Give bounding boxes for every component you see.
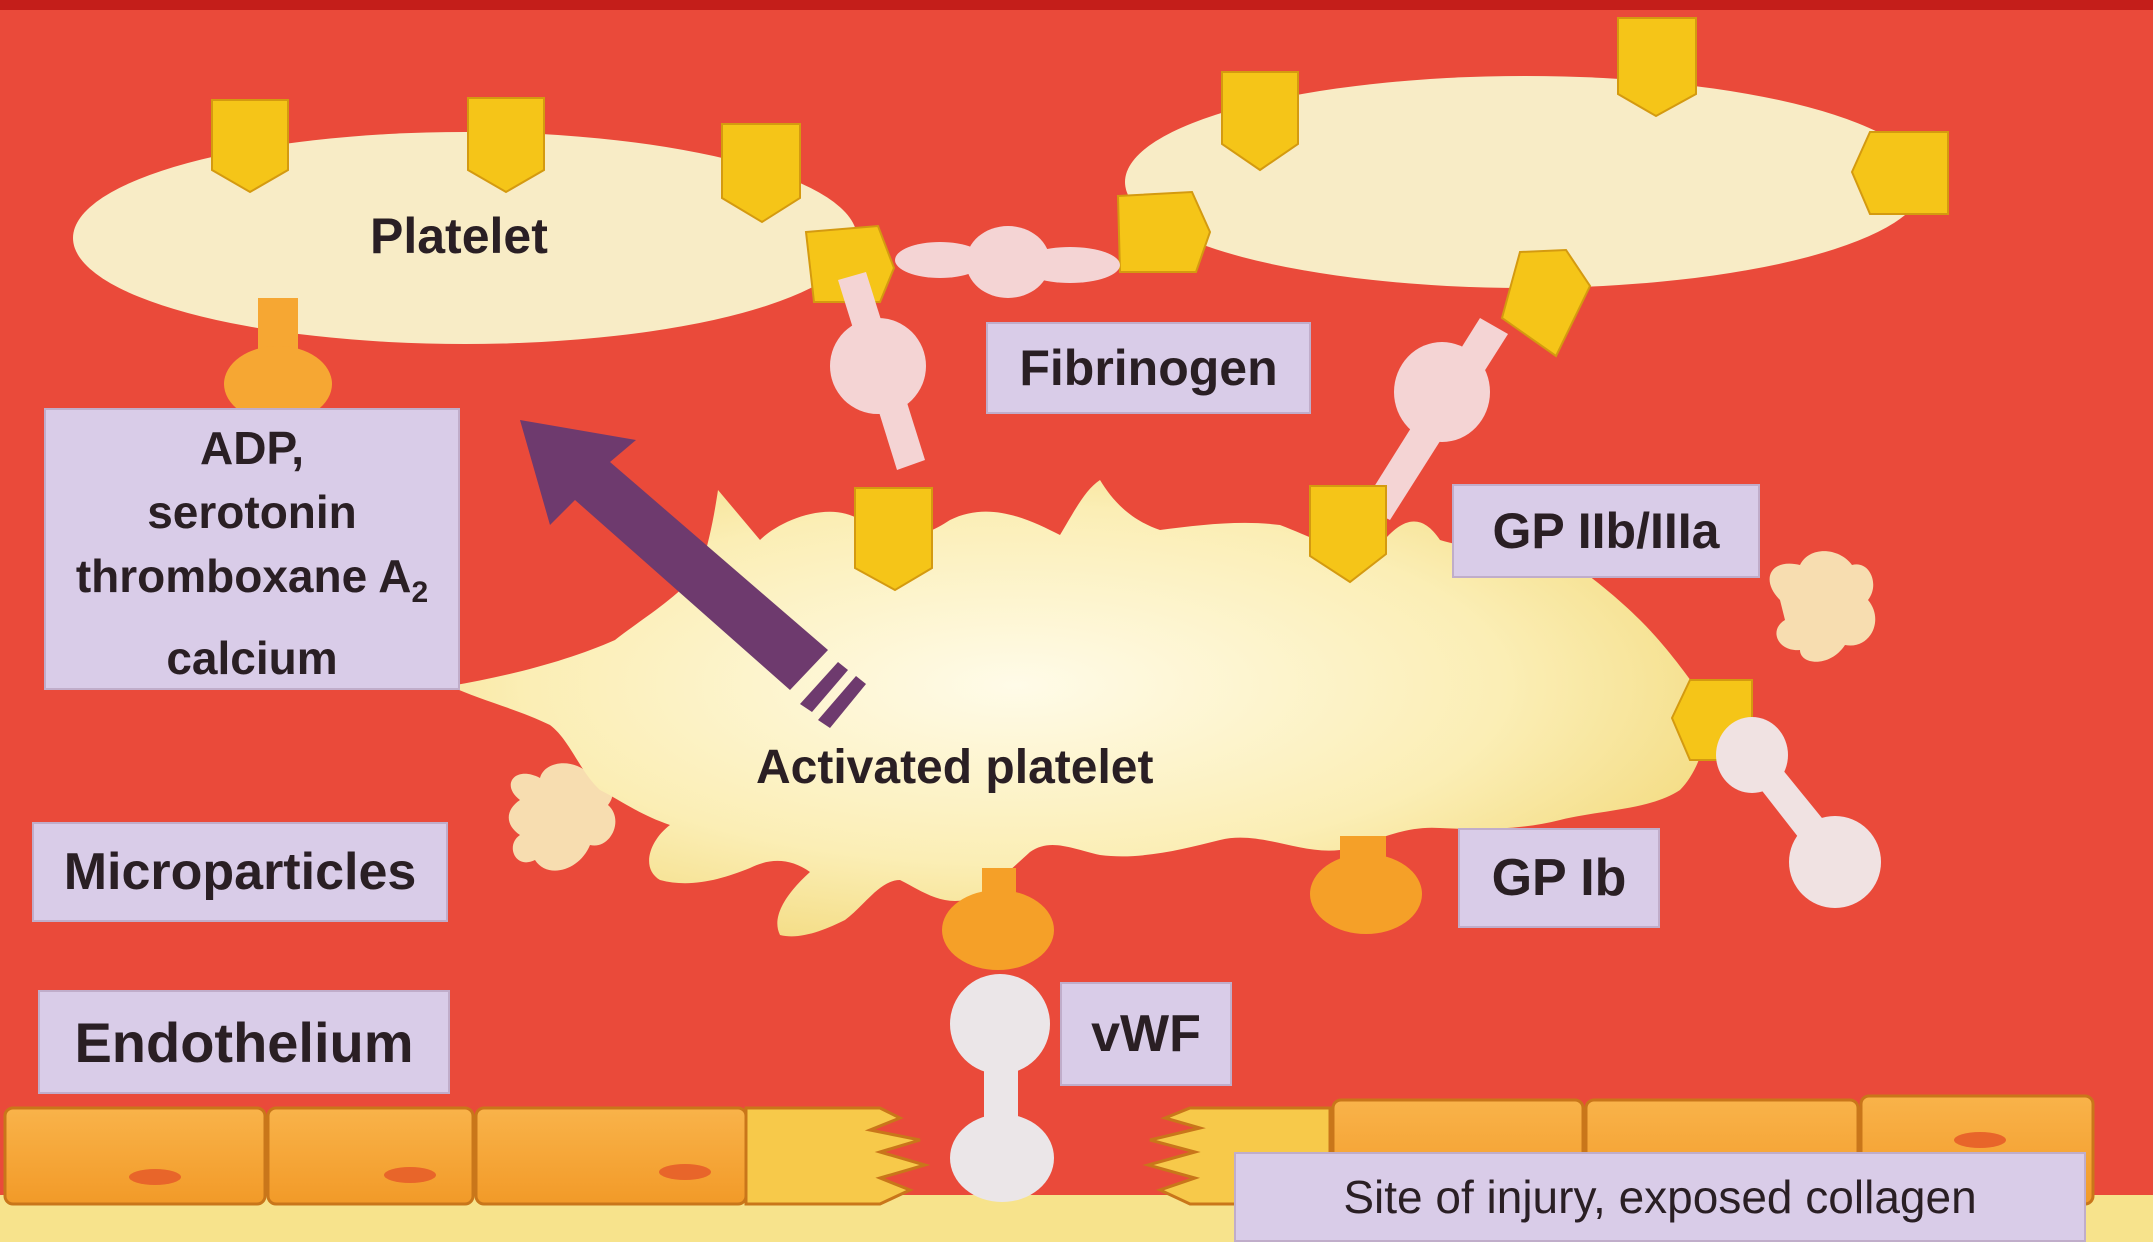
top-band [0,0,2153,10]
gp-ib-label: GP Ib [1458,828,1660,928]
cell-nucleus [384,1167,436,1183]
receptor-icon [1852,132,1948,214]
release-line-calcium: calcium [166,626,337,690]
vwf-molecule [950,974,1054,1202]
endothelial-cell [5,1108,265,1204]
endothelial-cell [268,1108,473,1204]
receptor-icon [1618,18,1696,116]
receptor-icon [1502,250,1590,356]
cell-nucleus [129,1169,181,1185]
microparticle-right [1770,551,1876,662]
release-line-thromboxane-subscript: 2 [411,577,428,610]
receptor-icon [1118,192,1210,272]
platelet-label: Platelet [370,207,548,265]
microparticles-label: Microparticles [32,822,448,922]
cell-nucleus [659,1164,711,1180]
release-substances-box: ADP, serotonin thromboxane A2 calcium [44,408,460,690]
gp-iib-iiia-label: GP IIb/IIIa [1452,484,1760,578]
release-line-adp: ADP, [200,416,304,480]
release-line-thromboxane-text: thromboxane A [76,550,412,602]
endothelium-label: Endothelium [38,990,450,1094]
fibrinogen-bridge-top [895,226,1120,298]
endothelial-cell [476,1108,746,1204]
gp-ib-receptor-icon [942,890,1054,970]
gp-ib-receptor-icon [1310,854,1422,934]
injured-cell-left [746,1108,925,1204]
fibrinogen-bridge-side [1716,717,1881,908]
release-line-serotonin: serotonin [147,480,357,544]
fibrinogen-label: Fibrinogen [986,322,1311,414]
cell-nucleus [1954,1132,2006,1148]
activated-platelet-label: Activated platelet [756,740,1153,795]
receptor-icon [855,488,932,590]
site-of-injury-label: Site of injury, exposed collagen [1234,1152,2086,1242]
vwf-label: vWF [1060,982,1232,1086]
release-line-thromboxane: thromboxane A2 [76,544,428,625]
